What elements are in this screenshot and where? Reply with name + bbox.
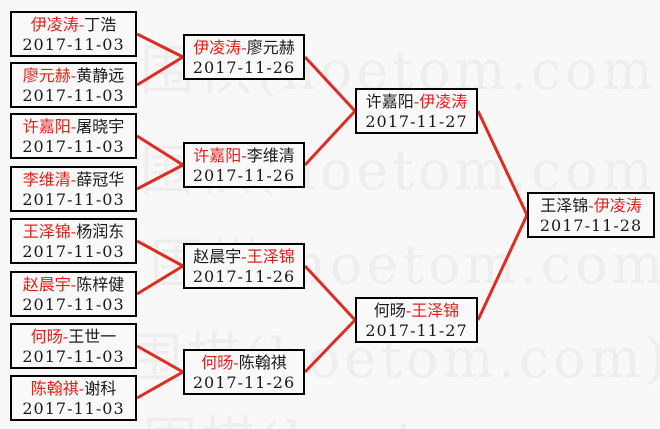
separator: - (70, 222, 77, 241)
player-2: 杨润东 (76, 222, 125, 241)
match-box: 何旸-王世一 2017-11-03 (10, 323, 137, 369)
player-2: 丁浩 (84, 15, 117, 34)
match-date: 2017-11-03 (22, 347, 125, 366)
match-players: 王泽锦-杨润东 (12, 221, 135, 242)
match-players: 伊凌涛-廖元赫 (185, 37, 303, 58)
match-date: 2017-11-03 (22, 242, 125, 261)
match-date: 2017-11-28 (539, 216, 643, 235)
match-players: 许嘉阳-屠晓宇 (12, 116, 135, 137)
match-players: 王泽锦-伊凌涛 (529, 195, 653, 216)
player-1: 赵晨宇 (22, 275, 71, 294)
match-box: 许嘉阳-李维清 2017-11-26 (183, 142, 305, 188)
match-players: 许嘉阳-伊凌涛 (357, 91, 476, 112)
player-2: 陈梓健 (76, 275, 125, 294)
player-1: 赵晨宇 (193, 247, 242, 266)
match-box: 王泽锦-杨润东 2017-11-03 (10, 218, 137, 264)
match-box: 廖元赫-黄静远 2017-11-03 (10, 62, 137, 108)
player-1: 王泽锦 (540, 196, 589, 215)
player-1: 廖元赫 (22, 66, 71, 85)
match-box: 王泽锦-伊凌涛 2017-11-28 (527, 192, 655, 238)
player-2: 王泽锦 (246, 247, 295, 266)
separator: - (78, 15, 85, 34)
separator: - (241, 247, 247, 266)
player-1: 何旸 (30, 327, 63, 346)
match-date: 2017-11-03 (22, 295, 125, 314)
player-1: 许嘉阳 (22, 117, 71, 136)
player-2: 廖元赫 (246, 38, 295, 57)
player-2: 李维清 (246, 146, 295, 165)
separator: - (241, 146, 247, 165)
match-box: 伊凌涛-丁浩 2017-11-03 (10, 11, 137, 57)
player-1: 许嘉阳 (365, 92, 414, 111)
player-2: 谢科 (84, 379, 117, 398)
match-box: 何旸-王泽锦 2017-11-27 (355, 297, 478, 343)
separator: - (70, 66, 77, 85)
separator: - (413, 92, 420, 111)
match-box: 陈翰祺-谢科 2017-11-03 (10, 375, 137, 421)
separator: - (70, 117, 77, 136)
separator: - (70, 170, 77, 189)
watermark-text: 围棋(hoetom.com) (143, 398, 660, 429)
player-1: 李维清 (22, 170, 71, 189)
match-date: 2017-11-26 (192, 373, 296, 392)
match-box: 伊凌涛-廖元赫 2017-11-26 (183, 34, 305, 80)
match-players: 李维清-薛冠华 (12, 169, 135, 190)
player-2: 陈翰祺 (238, 353, 287, 372)
match-box: 许嘉阳-伊凌涛 2017-11-27 (355, 88, 478, 134)
player-2: 王泽锦 (411, 301, 460, 320)
player-2: 王世一 (68, 327, 117, 346)
match-date: 2017-11-27 (365, 112, 468, 131)
player-2: 伊凌涛 (419, 92, 468, 111)
match-date: 2017-11-27 (365, 321, 468, 340)
player-1: 王泽锦 (22, 222, 71, 241)
player-2: 薛冠华 (76, 170, 125, 189)
match-box: 何旸-陈翰祺 2017-11-26 (183, 349, 305, 395)
separator: - (588, 196, 594, 215)
match-date: 2017-11-03 (22, 399, 125, 418)
match-date: 2017-11-03 (22, 35, 125, 54)
player-2: 屠晓宇 (76, 117, 125, 136)
player-1: 何旸 (201, 353, 234, 372)
match-date: 2017-11-26 (192, 267, 296, 286)
separator: - (78, 379, 85, 398)
player-1: 许嘉阳 (193, 146, 242, 165)
match-date: 2017-11-03 (22, 190, 125, 209)
separator: - (233, 353, 239, 372)
match-players: 廖元赫-黄静远 (12, 65, 135, 86)
match-date: 2017-11-26 (192, 166, 296, 185)
match-players: 赵晨宇-王泽锦 (185, 246, 303, 267)
separator: - (70, 275, 77, 294)
match-players: 许嘉阳-李维清 (185, 145, 303, 166)
match-players: 何旸-王世一 (12, 326, 135, 347)
separator: - (405, 301, 412, 320)
player-1: 陈翰祺 (30, 379, 79, 398)
match-players: 何旸-王泽锦 (357, 300, 476, 321)
match-date: 2017-11-03 (22, 137, 125, 156)
match-date: 2017-11-03 (22, 86, 125, 105)
match-box: 赵晨宇-陈梓健 2017-11-03 (10, 271, 137, 317)
separator: - (62, 327, 69, 346)
match-box: 赵晨宇-王泽锦 2017-11-26 (183, 243, 305, 289)
match-box: 李维清-薛冠华 2017-11-03 (10, 166, 137, 212)
player-1: 伊凌涛 (193, 38, 242, 57)
player-1: 伊凌涛 (30, 15, 79, 34)
match-box: 许嘉阳-屠晓宇 2017-11-03 (10, 113, 137, 159)
match-date: 2017-11-26 (192, 58, 296, 77)
player-1: 何旸 (373, 301, 406, 320)
player-2: 黄静远 (76, 66, 125, 85)
player-2: 伊凌涛 (593, 196, 642, 215)
separator: - (241, 38, 247, 57)
match-players: 赵晨宇-陈梓健 (12, 274, 135, 295)
match-players: 伊凌涛-丁浩 (12, 14, 135, 35)
match-players: 何旸-陈翰祺 (185, 352, 303, 373)
match-players: 陈翰祺-谢科 (12, 378, 135, 399)
